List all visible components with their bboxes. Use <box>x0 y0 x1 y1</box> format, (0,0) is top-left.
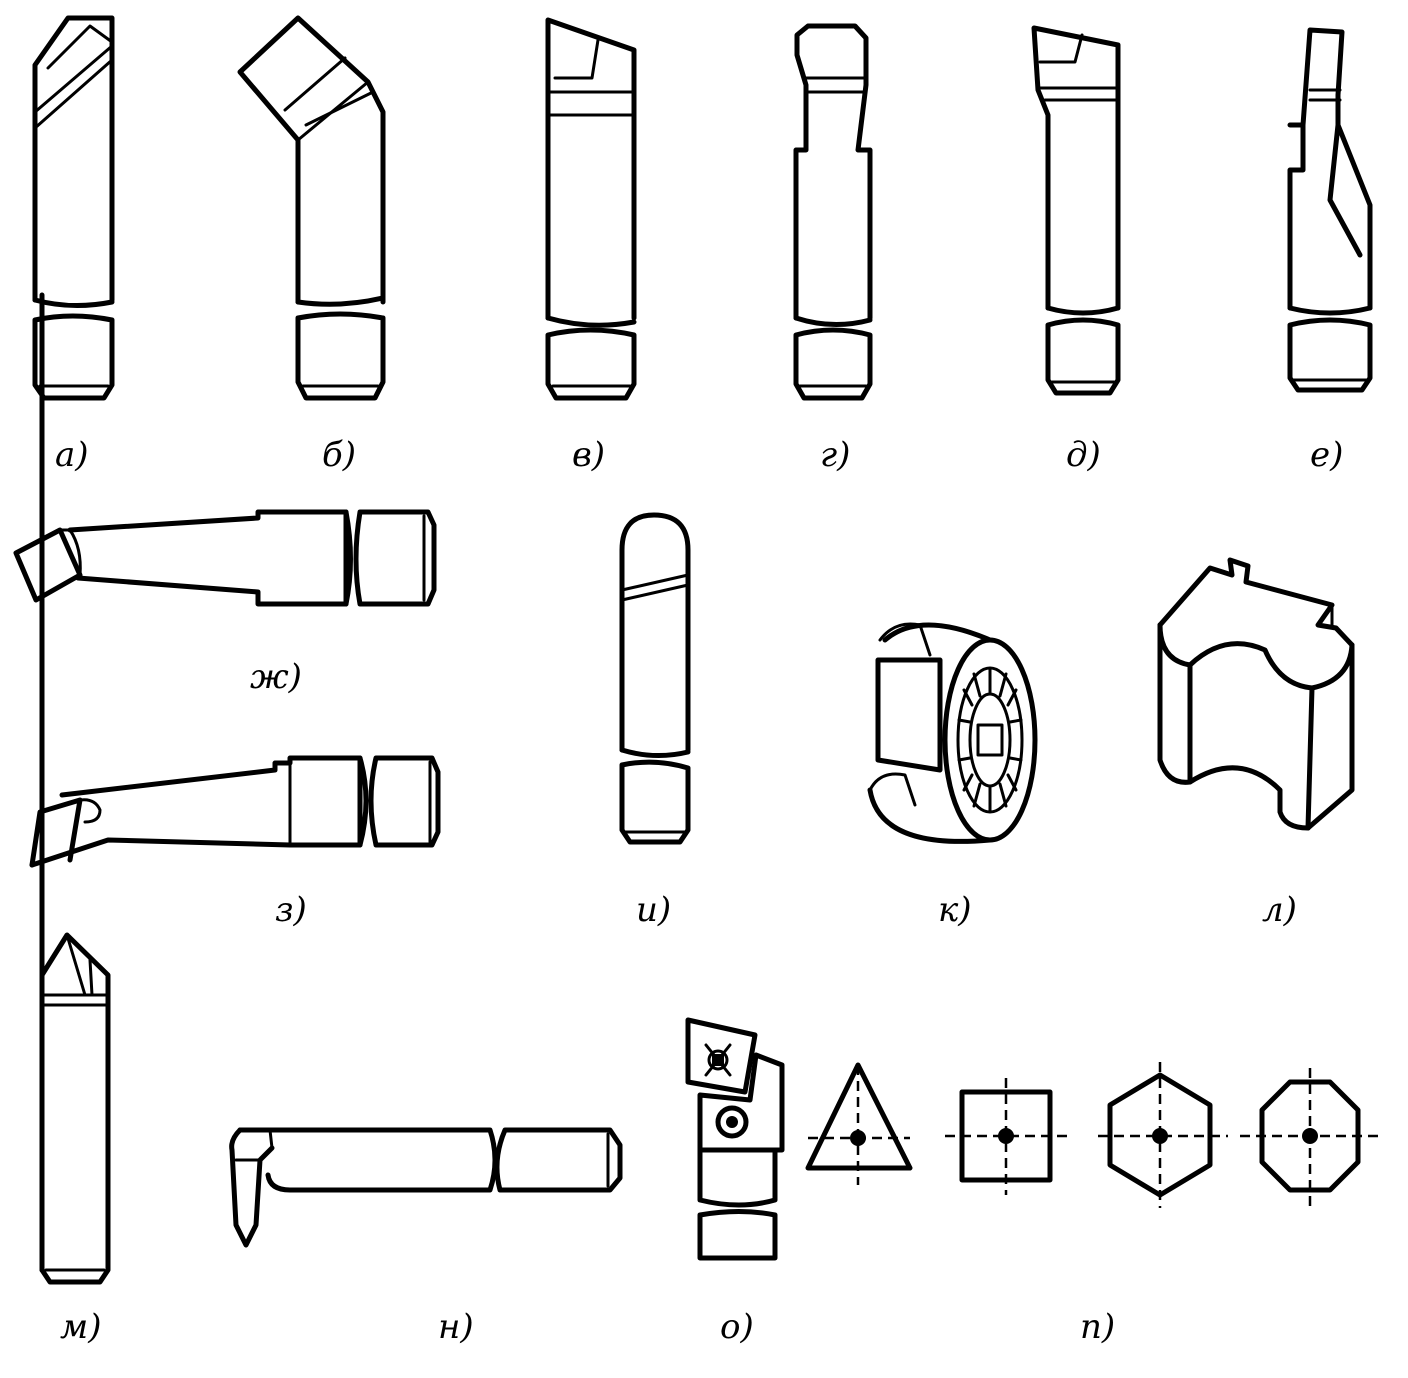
tool-p-square <box>945 1078 1068 1195</box>
disk-teeth <box>957 668 1023 812</box>
label-n: н) <box>438 1307 474 1347</box>
label-l: л) <box>1262 890 1297 930</box>
label-b: б) <box>322 435 357 475</box>
label-e: е) <box>1310 435 1344 475</box>
tool-l <box>1157 557 1355 831</box>
tool-e <box>1287 27 1373 393</box>
label-v: в) <box>572 435 606 475</box>
tool-z <box>29 755 441 868</box>
tool-i <box>619 512 691 845</box>
label-m: м) <box>60 1307 102 1347</box>
tool-p-triangle <box>805 1062 913 1185</box>
tool-g <box>793 23 873 401</box>
tool-zh <box>13 509 437 607</box>
label-i: и) <box>636 890 672 930</box>
tool-o <box>685 1017 785 1261</box>
tool-v <box>545 17 637 401</box>
tool-p-hexagon <box>1098 1062 1228 1208</box>
tool-m <box>39 292 111 1285</box>
label-o: о) <box>720 1307 754 1347</box>
tool-d <box>1031 25 1121 396</box>
label-z: з) <box>275 890 307 930</box>
label-g: г) <box>820 435 851 475</box>
label-a: а) <box>55 435 89 475</box>
label-d: д) <box>1066 435 1101 475</box>
tool-n <box>229 1127 623 1248</box>
label-zh: ж) <box>250 657 302 697</box>
tool-b <box>237 15 386 401</box>
tool-p-octagon <box>1240 1068 1384 1208</box>
tool-a <box>32 15 115 401</box>
label-p: п) <box>1080 1307 1116 1347</box>
label-k: к) <box>938 890 972 930</box>
tool-k <box>867 622 1038 844</box>
